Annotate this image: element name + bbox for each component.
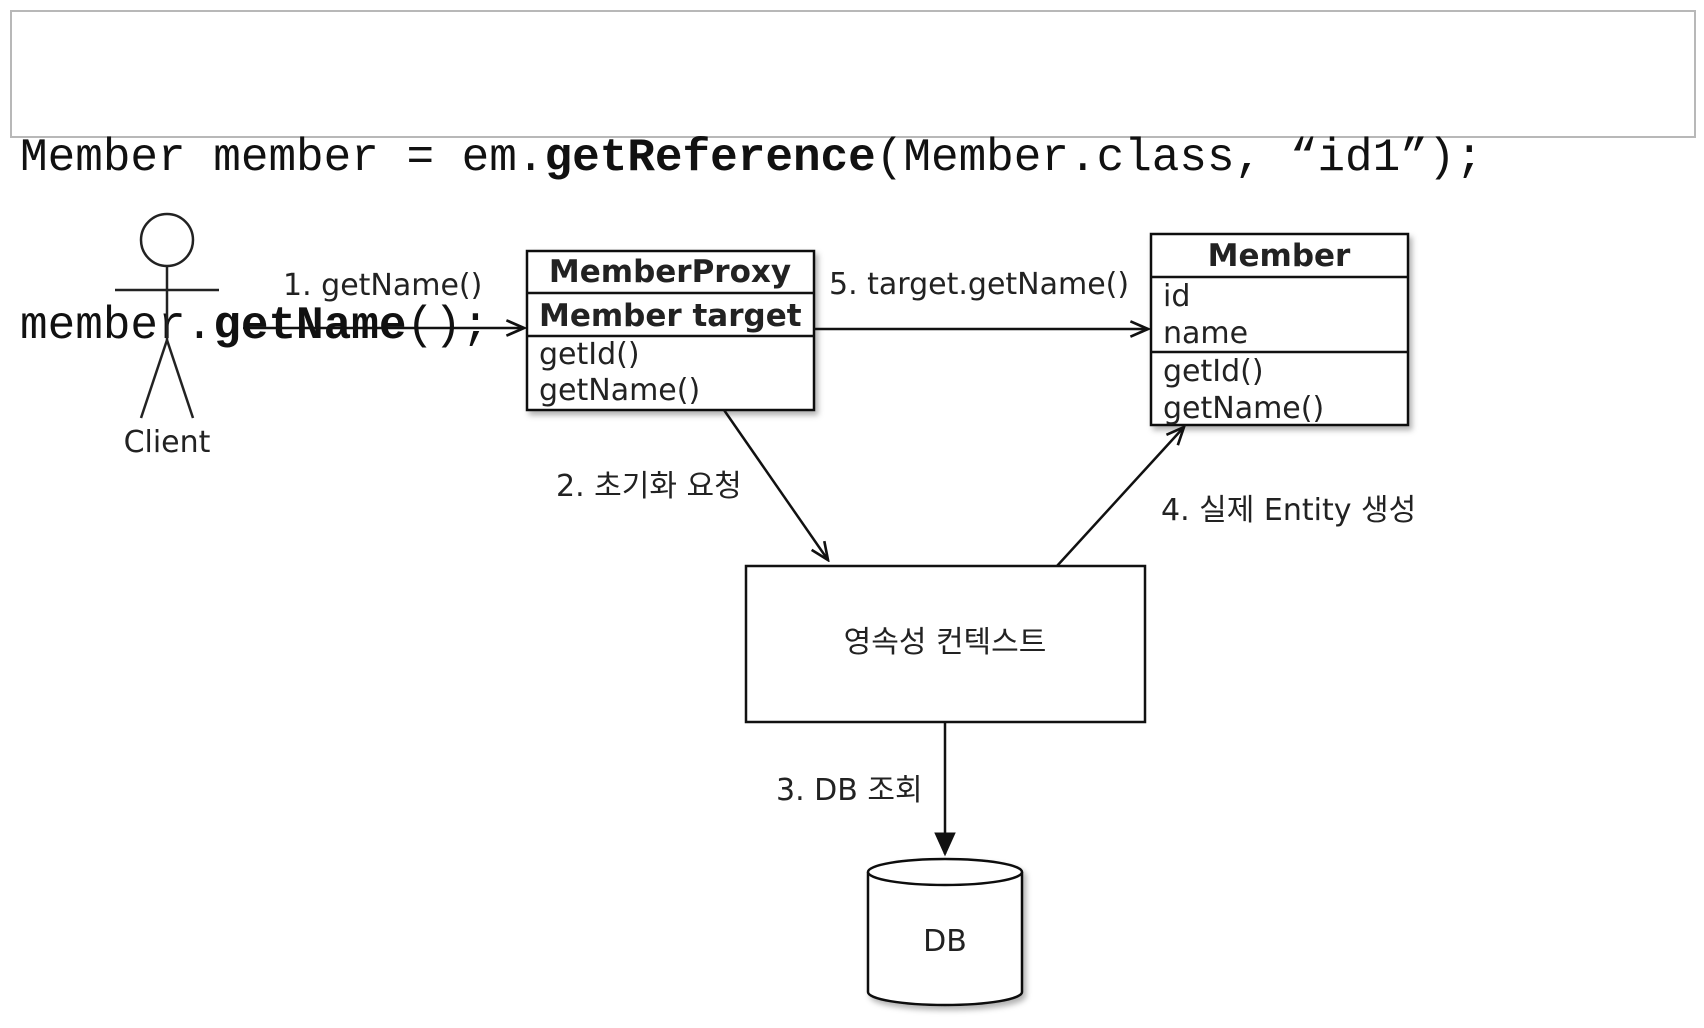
- step4-label: 4. 실제 Entity 생성: [1161, 493, 1416, 528]
- persistence-context-label: 영속성 컨텍스트: [844, 625, 1047, 660]
- persistence-context-box: [744, 564, 1147, 724]
- member-box-frame: [1149, 232, 1410, 427]
- arrow-step2-init-request: [722, 409, 828, 560]
- member-title: Member: [1208, 238, 1351, 274]
- proxy-method-getname: getName(): [539, 373, 700, 408]
- code-line-2-prefix: member.: [20, 300, 214, 352]
- member-entity-box: Member id name getId() getName(): [1149, 232, 1410, 427]
- code-line-1-prefix: Member member = em.: [20, 132, 545, 184]
- database-cylinder: [866, 857, 1024, 1007]
- member-method-getname: getName(): [1163, 391, 1324, 426]
- code-line-1-suffix: (Member.class, “id1”);: [875, 132, 1484, 184]
- member-field-id: id: [1163, 279, 1190, 314]
- client-actor: [115, 212, 219, 419]
- client-label: Client: [124, 425, 211, 460]
- actor-right-leg: [165, 339, 195, 419]
- db-cylinder-top: [866, 857, 1024, 887]
- step2-label: 2. 초기화 요청: [556, 469, 742, 504]
- proxy-method-getid: getId(): [539, 337, 640, 372]
- code-line-1-method: getReference: [544, 132, 876, 184]
- proxy-target-field: Member target: [539, 298, 802, 334]
- code-snippet: Member member = em.getReference(Member.c…: [10, 10, 1696, 352]
- actor-left-leg: [139, 339, 169, 419]
- step5-label: 5. target.getName(): [829, 267, 1129, 302]
- member-field-name: name: [1163, 316, 1248, 351]
- code-line-1: Member member = em.getReference(Member.c…: [20, 130, 1686, 186]
- arrow-step4-create-entity: [1056, 427, 1184, 567]
- step1-label: 1. getName(): [283, 268, 482, 303]
- member-method-getid: getId(): [1163, 354, 1264, 389]
- code-line-2-suffix: ();: [406, 300, 490, 352]
- member-proxy-box: MemberProxy Member target getId() getNam…: [525, 249, 816, 412]
- db-cylinder-body: [866, 872, 1024, 1007]
- db-label: DB: [923, 924, 967, 959]
- proxy-title: MemberProxy: [549, 254, 791, 290]
- actor-head: [139, 212, 195, 268]
- step3-label: 3. DB 조회: [776, 773, 923, 808]
- proxy-box-frame: [525, 249, 816, 412]
- code-line-2-method: getName: [213, 300, 407, 352]
- code-line-2: member.getName();: [20, 298, 1686, 354]
